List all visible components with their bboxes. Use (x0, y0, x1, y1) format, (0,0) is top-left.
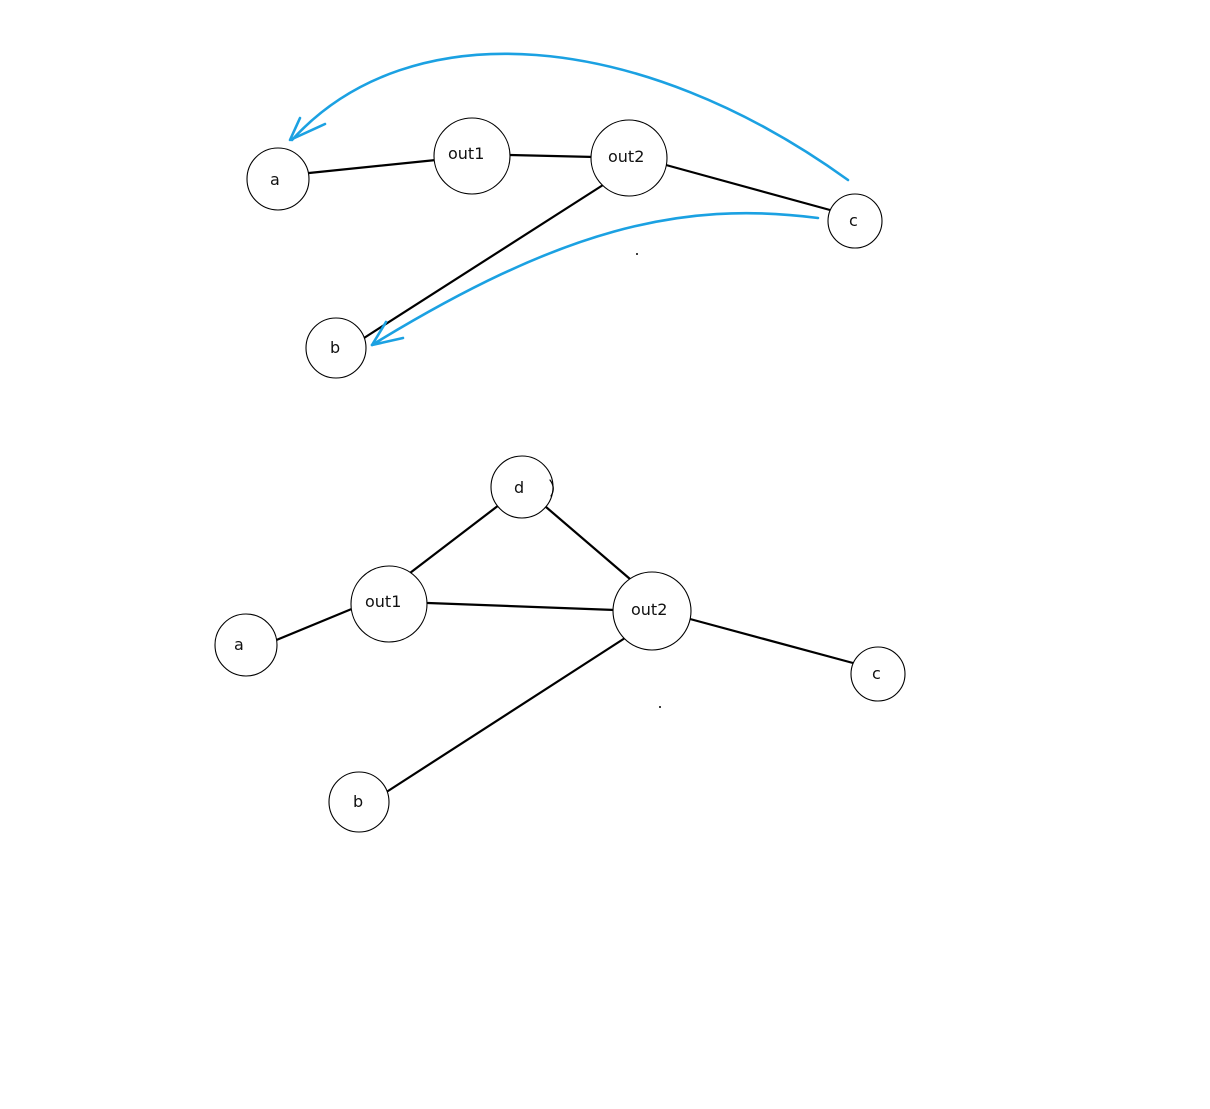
node-label: d (514, 478, 524, 497)
node-label: out2 (631, 600, 667, 619)
edge-a-out1 (272, 606, 356, 643)
node-label: c (872, 664, 881, 683)
node-c: c (827, 193, 883, 249)
node-a: a (214, 613, 278, 677)
edge-d-out2 (544, 505, 632, 581)
arrow-c-to-b-head (370, 320, 405, 347)
node-label: c (849, 211, 858, 230)
node-c: c (850, 646, 906, 702)
node-label: b (353, 792, 363, 811)
node-label: out2 (608, 147, 644, 166)
top-diagram: a out1 out2 c b (246, 52, 883, 379)
edge-out1-out2 (426, 601, 617, 612)
node-label: a (270, 170, 280, 189)
node-a: a (246, 147, 310, 211)
bottom-diagram: a out1 d out2 c b (214, 455, 906, 833)
node-label: a (234, 635, 244, 654)
node-out1: out1 (433, 117, 511, 195)
node-b: b (328, 771, 390, 833)
edge-out2-b (362, 183, 605, 340)
node-label: out1 (448, 144, 484, 163)
arrow-c-to-a (290, 52, 850, 182)
node-out2: out2 (612, 571, 692, 651)
edge-out2-b (386, 636, 627, 793)
edge-a-out1 (307, 158, 438, 175)
edge-out2-c (688, 617, 855, 665)
node-label: out1 (365, 592, 401, 611)
arrow-c-to-a-head (288, 116, 327, 142)
stray-dot (636, 253, 638, 255)
node-d: d (490, 455, 554, 519)
pen-mark (549, 479, 554, 497)
edge-out1-d (408, 503, 501, 575)
arrow-c-to-b (370, 211, 820, 347)
node-label: b (330, 338, 340, 357)
node-out1: out1 (350, 565, 428, 643)
node-out2: out2 (590, 119, 668, 197)
edge-out1-out2 (508, 153, 597, 159)
stray-dot (659, 706, 661, 708)
node-b: b (305, 317, 367, 379)
edge-out2-c (664, 163, 832, 212)
